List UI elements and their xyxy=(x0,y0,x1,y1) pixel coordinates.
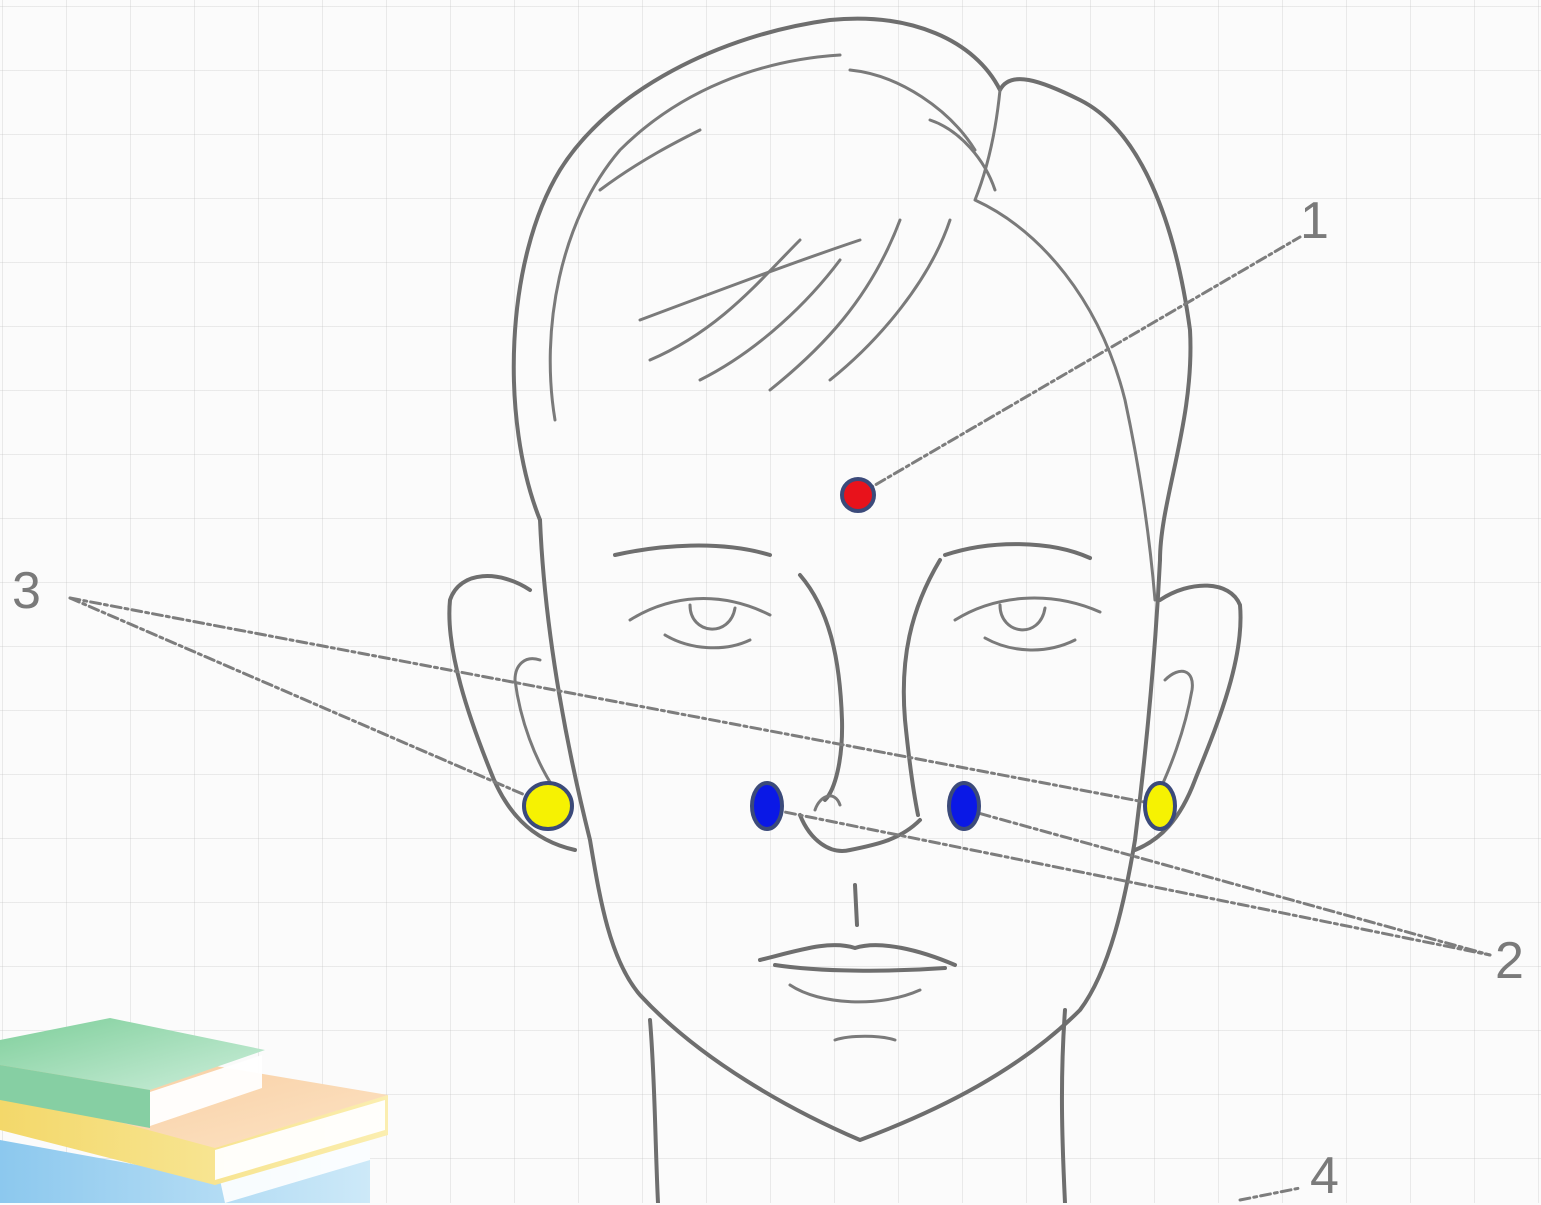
nose-bridge-left xyxy=(800,575,842,800)
right-iris xyxy=(1000,605,1045,630)
face-contour xyxy=(540,520,1160,1140)
right-eyebrow xyxy=(945,544,1090,558)
label-2: 2 xyxy=(1495,935,1524,987)
right-eye-upper xyxy=(955,598,1100,620)
left-eyebrow xyxy=(615,546,770,555)
right-nose-point-marker xyxy=(949,783,979,829)
label-1: 1 xyxy=(1300,195,1329,247)
hair-strand-4 xyxy=(770,220,900,390)
hair-strand-2 xyxy=(650,240,800,360)
left-ear-point-marker xyxy=(524,783,572,829)
left-eye-lower xyxy=(665,635,750,648)
right-eye-lower xyxy=(985,638,1075,650)
left-ear-inner xyxy=(515,659,555,790)
left-nose-point-marker xyxy=(752,783,782,829)
book-stack-icon xyxy=(0,0,420,1203)
hair-strand-1 xyxy=(640,240,860,320)
left-eye-upper xyxy=(630,599,770,620)
hair-strand-3 xyxy=(700,260,840,380)
upper-lip xyxy=(760,945,955,965)
hair-strand-6 xyxy=(850,70,975,150)
leader-line-4 xyxy=(1240,1188,1300,1200)
hair-inner-left xyxy=(550,55,840,420)
right-ear-point-marker xyxy=(1145,783,1175,829)
neck-right xyxy=(1062,1010,1065,1203)
lip-line xyxy=(775,965,945,971)
neck-left xyxy=(650,1020,658,1203)
philtrum xyxy=(855,885,857,925)
forehead-point-marker xyxy=(842,479,874,511)
right-ear-inner xyxy=(1155,671,1192,800)
nose-bridge-right xyxy=(904,560,940,815)
hair-part-line xyxy=(975,90,1155,600)
nose-base xyxy=(800,815,920,851)
hair-strand-8 xyxy=(600,130,700,190)
leader-line-2-upper xyxy=(960,808,1490,955)
leader-line-2-lower xyxy=(765,808,1490,955)
left-iris xyxy=(690,605,735,629)
chin-mark xyxy=(835,1036,895,1040)
label-4: 4 xyxy=(1310,1150,1339,1202)
lower-lip xyxy=(790,985,920,1002)
